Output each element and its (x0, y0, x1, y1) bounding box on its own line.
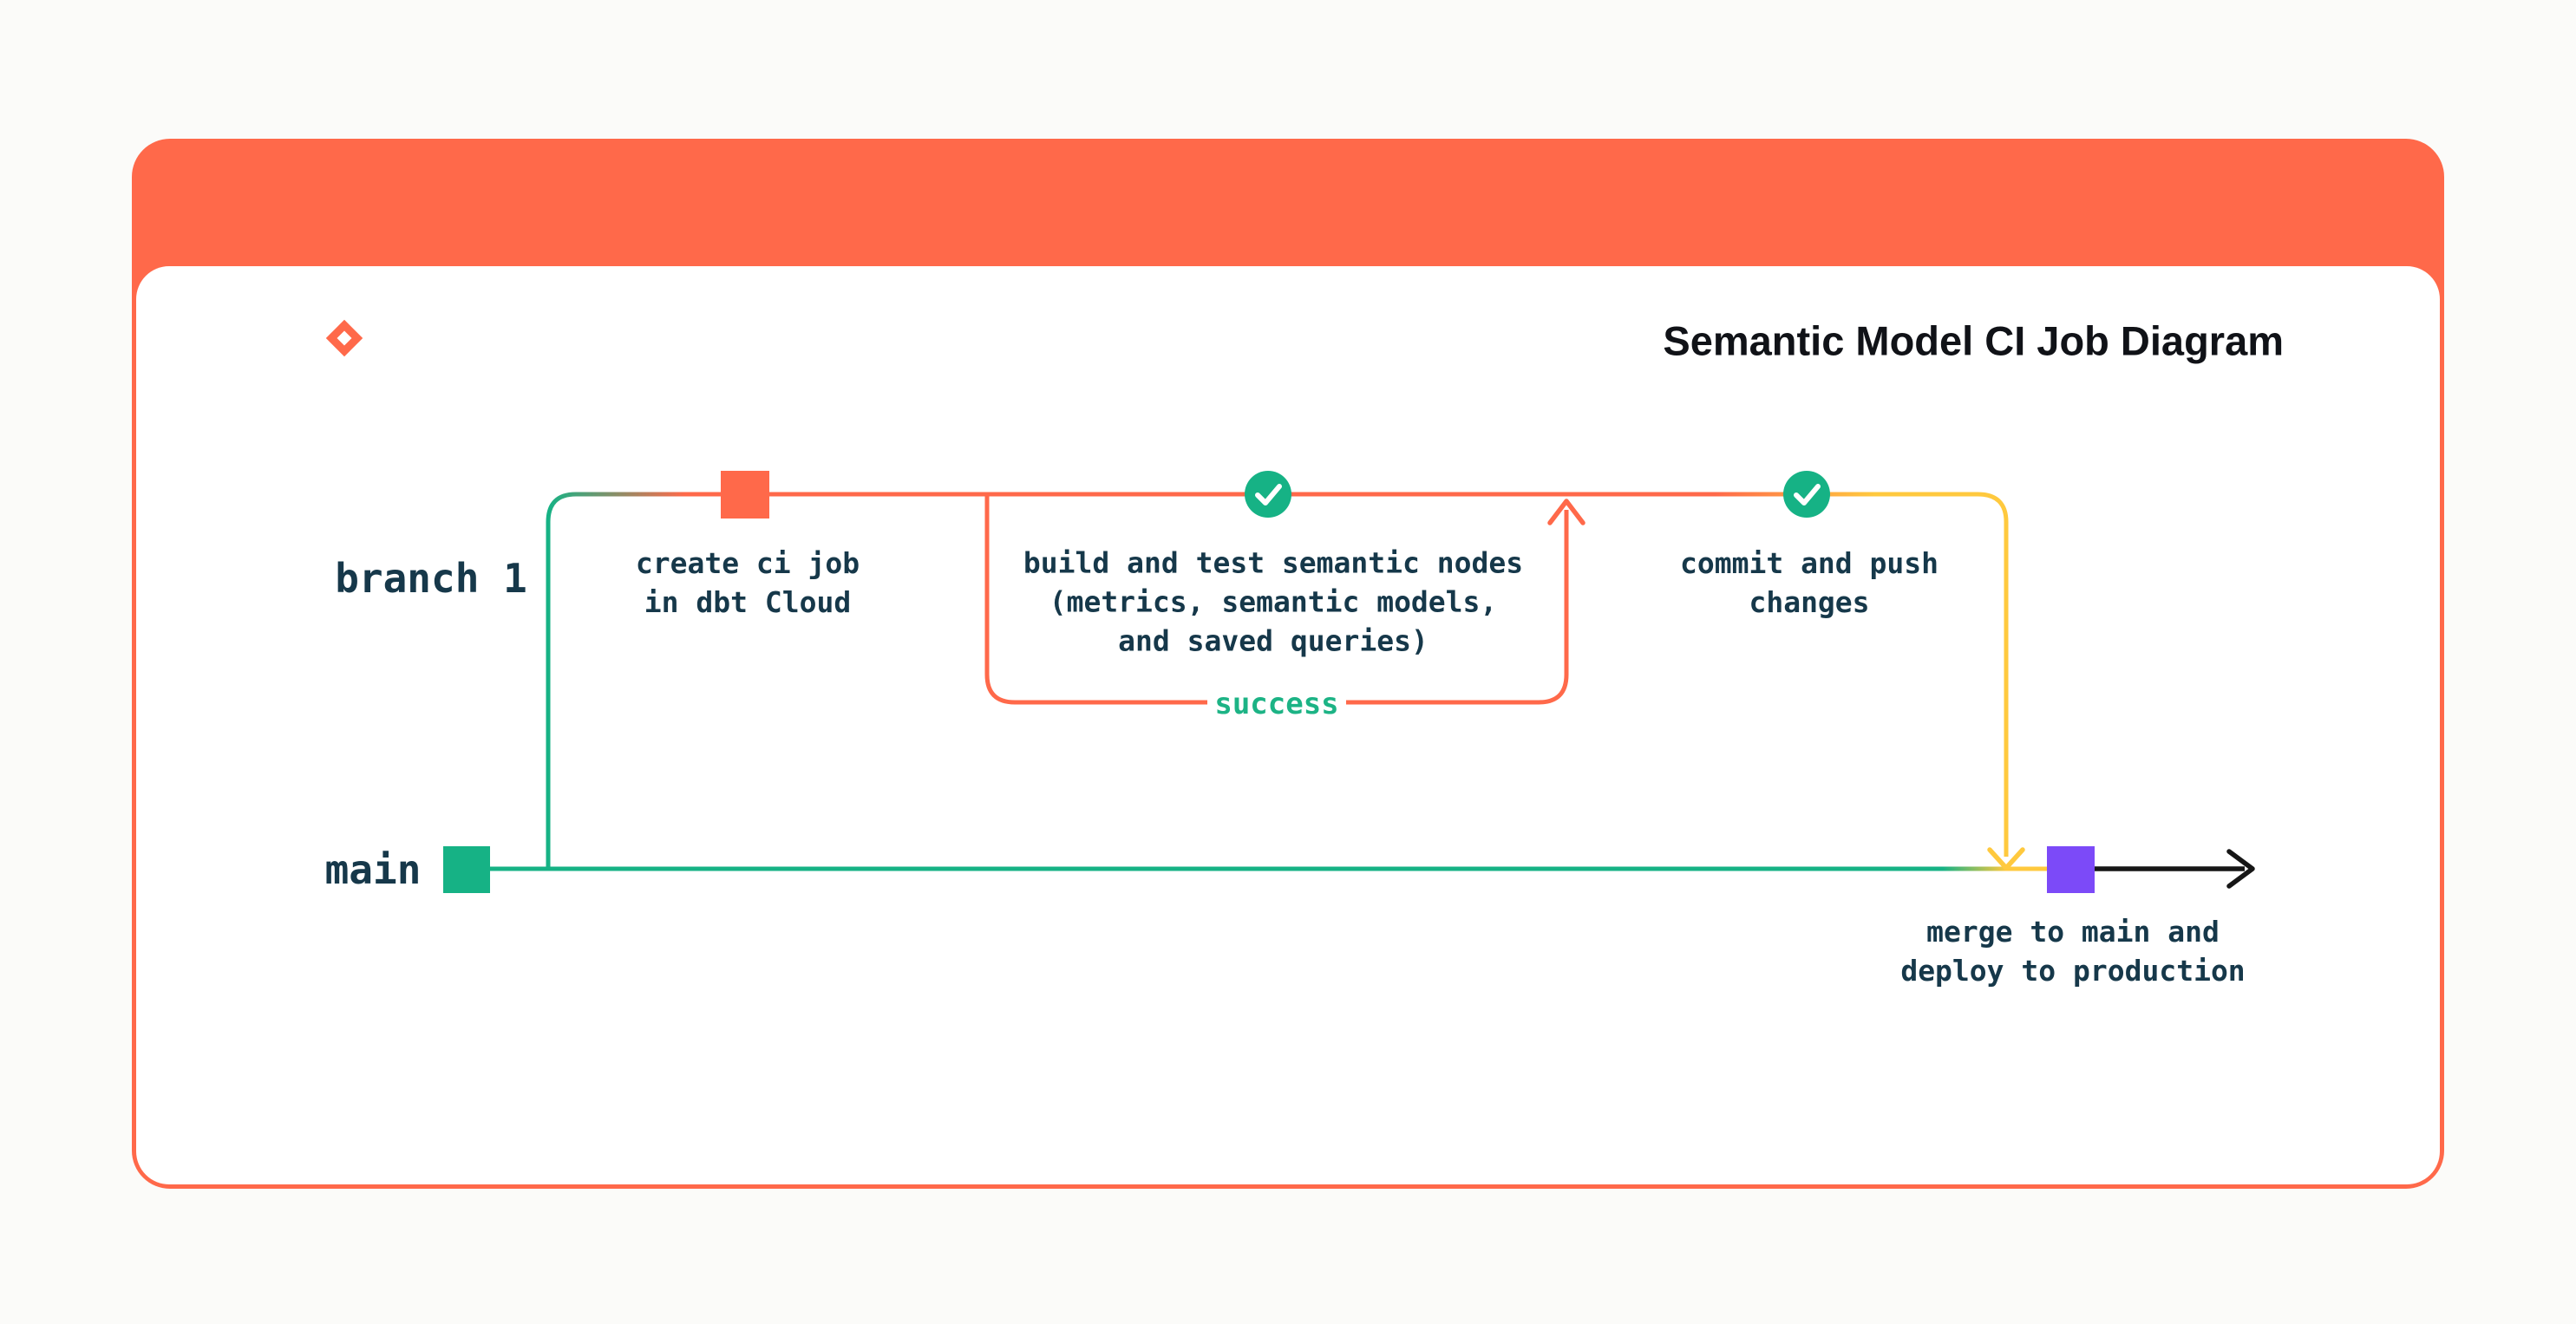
main-label: main (324, 846, 422, 893)
page-title: Semantic Model CI Job Diagram (1663, 317, 2284, 364)
build-test-label: build and test semantic nodes (metrics, … (1023, 545, 1524, 658)
checkmark-icon (1794, 484, 1821, 505)
create-ci-job-label: create ci job in dbt Cloud (635, 546, 860, 619)
merge-down-arrow-icon (1987, 847, 2025, 871)
deploy-right-arrow-icon (2226, 849, 2255, 889)
success-label: success (1214, 687, 1339, 721)
success-up-arrow-icon (1547, 499, 1585, 525)
diagram-card-body (136, 266, 2440, 1184)
build-test-check-icon (1245, 471, 1291, 518)
dbt-logo-icon (306, 300, 382, 376)
main-commit-marker (443, 846, 490, 893)
merge-commit-marker (2047, 846, 2095, 893)
commit-push-label: commit and push changes (1679, 546, 1939, 619)
merge-deploy-label: merge to main and deploy to production (1900, 915, 2246, 988)
success-loop-line (984, 496, 1569, 705)
checkmark-icon (1255, 484, 1282, 505)
branch1-label: branch 1 (335, 555, 527, 602)
commit-push-check-icon (1783, 471, 1830, 518)
diagram-card: Semantic Model CI Job Diagram (132, 139, 2444, 1189)
branch-commit-marker (721, 471, 769, 519)
